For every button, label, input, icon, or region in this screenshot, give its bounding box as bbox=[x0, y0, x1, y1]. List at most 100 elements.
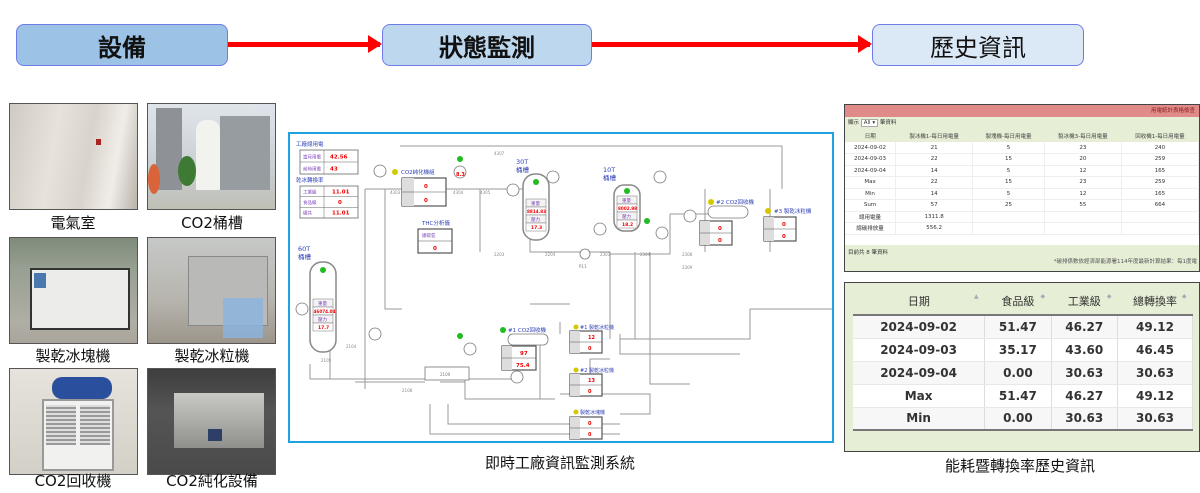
table-cell: 2024-09-04 bbox=[845, 165, 897, 177]
dry-ice-pellet-machine-photo bbox=[147, 237, 276, 344]
table-cell: 49.12 bbox=[1117, 384, 1194, 408]
svg-text:總共: 總共 bbox=[303, 210, 312, 217]
tank-pressure-label: 壓力 bbox=[622, 213, 631, 220]
unit-name: 製乾冰塊機 bbox=[580, 409, 605, 416]
table-cell: 51.47 bbox=[984, 384, 1052, 408]
gauge-reading: 8.3 bbox=[456, 172, 465, 178]
tank-level-label: 重量 bbox=[531, 200, 540, 207]
table-cell bbox=[972, 222, 1045, 235]
pipe-tag: 4305 bbox=[480, 190, 491, 195]
table-cell: 0.00 bbox=[984, 361, 1052, 385]
tank-level: 46074.04 bbox=[314, 309, 336, 314]
unit-value: 75.4 bbox=[516, 363, 530, 369]
table-cell: 165 bbox=[1121, 188, 1199, 200]
table-cell: 57 bbox=[895, 199, 974, 212]
table-cell: 556.2 bbox=[895, 222, 974, 235]
table-cell: 259 bbox=[1121, 153, 1199, 166]
table-cell: 2024-09-04 bbox=[853, 361, 986, 385]
pipe-tag: 2105 bbox=[321, 358, 332, 363]
column-header[interactable]: 製冰機1-每日用電量 bbox=[895, 129, 973, 142]
column-header[interactable]: 製冰機3-每日用電量 bbox=[1044, 129, 1122, 142]
power-table: 日期 製冰機1-每日用電量 製塊機-每日用電量 製冰機3-每日用電量 回收機1-… bbox=[845, 129, 1199, 235]
table-cell bbox=[1044, 222, 1122, 235]
table-cell: Min bbox=[853, 407, 986, 431]
tank-level: 8814.83 bbox=[527, 209, 546, 214]
table-cell: 1311.8 bbox=[895, 211, 974, 223]
monitoring-caption: 即時工廠資訊監測系統 bbox=[484, 454, 635, 472]
sort-asc-icon[interactable]: ▲ bbox=[974, 292, 979, 300]
tank-pressure: 18.2 bbox=[622, 222, 633, 228]
svg-text:工廠總用電: 工廠總用電 bbox=[296, 140, 324, 148]
table-cell: 51.47 bbox=[984, 315, 1052, 339]
tank-level: 8002.98 bbox=[618, 206, 637, 211]
table-cell: 22 bbox=[895, 176, 974, 189]
sort-icon[interactable]: ◆ bbox=[1106, 292, 1112, 300]
sort-icon[interactable]: ◆ bbox=[1040, 292, 1046, 300]
column-header[interactable]: 日期 bbox=[845, 129, 896, 142]
tank-pressure-label: 壓力 bbox=[318, 316, 327, 323]
table-cell: 35.17 bbox=[984, 338, 1052, 362]
dry-ice-food: 0 bbox=[338, 200, 342, 206]
sort-icon[interactable]: ◆ bbox=[1181, 292, 1187, 300]
table-cell: 總用電量 bbox=[845, 211, 897, 223]
equipment-label: CO2回收機 bbox=[34, 472, 112, 490]
table-cell: 14 bbox=[895, 165, 974, 177]
equipment-label: CO2純化設備 bbox=[166, 472, 258, 490]
plant-power-month: 42.56 bbox=[330, 155, 348, 161]
dry-ice-industrial: 11.01 bbox=[332, 190, 350, 196]
equipment-label: CO2桶槽 bbox=[181, 214, 243, 232]
table-cell: 664 bbox=[1121, 199, 1199, 212]
unit-value: 97 bbox=[520, 351, 528, 357]
stage-monitoring-label: 狀態監測 bbox=[439, 33, 535, 62]
status-indicator bbox=[392, 169, 398, 175]
tank-subtitle: 桶槽 bbox=[298, 252, 312, 261]
svg-text:當月用電: 當月用電 bbox=[303, 154, 321, 161]
column-header[interactable]: 食品級◆ bbox=[984, 287, 1052, 316]
pipe-tag: 4303 bbox=[390, 190, 401, 195]
table-cell: 46.27 bbox=[1051, 315, 1118, 339]
history-caption: 能耗暨轉換率歷史資訊 bbox=[944, 457, 1095, 475]
power-table-footer: 目前共 8 筆資料 *碳排係數依經濟部能源署114年度最新計算結果：每1度電 bbox=[845, 245, 1199, 271]
table-cell: 0.00 bbox=[984, 407, 1052, 431]
column-header[interactable]: 製塊機-每日用電量 bbox=[972, 129, 1045, 142]
tank-title: 30T bbox=[516, 158, 528, 166]
unit-value: 0 bbox=[588, 346, 592, 352]
stage-monitoring: 狀態監測 bbox=[382, 24, 592, 66]
pipe-tag: 2204 bbox=[545, 252, 556, 257]
table-cell: 30.63 bbox=[1051, 407, 1118, 431]
pid-monitoring-panel: 工廠總用電 當月用電 前時用電 42.56 43 乾冰轉換率 工業級 食品級 總… bbox=[288, 132, 834, 443]
column-header[interactable]: 日期▲ bbox=[853, 287, 985, 316]
table-cell: 23 bbox=[1044, 176, 1122, 189]
column-header[interactable]: 回收機1-每日用電量 bbox=[1121, 129, 1199, 142]
table-cell: Max bbox=[853, 384, 986, 408]
stage-equipment: 設備 bbox=[16, 24, 228, 66]
flow-arrow-1 bbox=[228, 35, 382, 53]
unit-value: 0 bbox=[782, 222, 786, 228]
tank-title: 10T bbox=[603, 166, 615, 174]
svg-text:前時用電: 前時用電 bbox=[303, 166, 321, 173]
tank-level-label: 重量 bbox=[622, 197, 631, 204]
rows-select[interactable]: All ▾ bbox=[860, 119, 879, 127]
unit-value: 0 bbox=[588, 421, 592, 427]
table-cell: 5 bbox=[972, 165, 1045, 177]
unit-name: #1 製乾冰粒機 bbox=[580, 324, 614, 331]
column-header[interactable]: 工業級◆ bbox=[1051, 287, 1118, 316]
unit-value: 12 bbox=[588, 335, 595, 341]
tank-pressure-label: 壓力 bbox=[531, 216, 540, 223]
record-count: 目前共 8 筆資料 bbox=[848, 250, 888, 256]
table-cell: Min bbox=[845, 188, 897, 200]
unit-value: 0 bbox=[782, 234, 786, 240]
svg-text:工業級: 工業級 bbox=[303, 189, 317, 196]
column-header[interactable]: 總轉換率◆ bbox=[1117, 287, 1193, 316]
unit-value: 0 bbox=[424, 198, 428, 204]
footnote: *碳排係數依經濟部能源署114年度最新計算結果：每1度電 bbox=[1053, 259, 1197, 265]
pid-diagram: 工廠總用電 當月用電 前時用電 42.56 43 乾冰轉換率 工業級 食品級 總… bbox=[295, 140, 832, 440]
table-cell: 259 bbox=[1121, 176, 1199, 189]
dry-ice-total: 11.01 bbox=[332, 211, 350, 217]
table-cell: 20 bbox=[1044, 153, 1122, 166]
